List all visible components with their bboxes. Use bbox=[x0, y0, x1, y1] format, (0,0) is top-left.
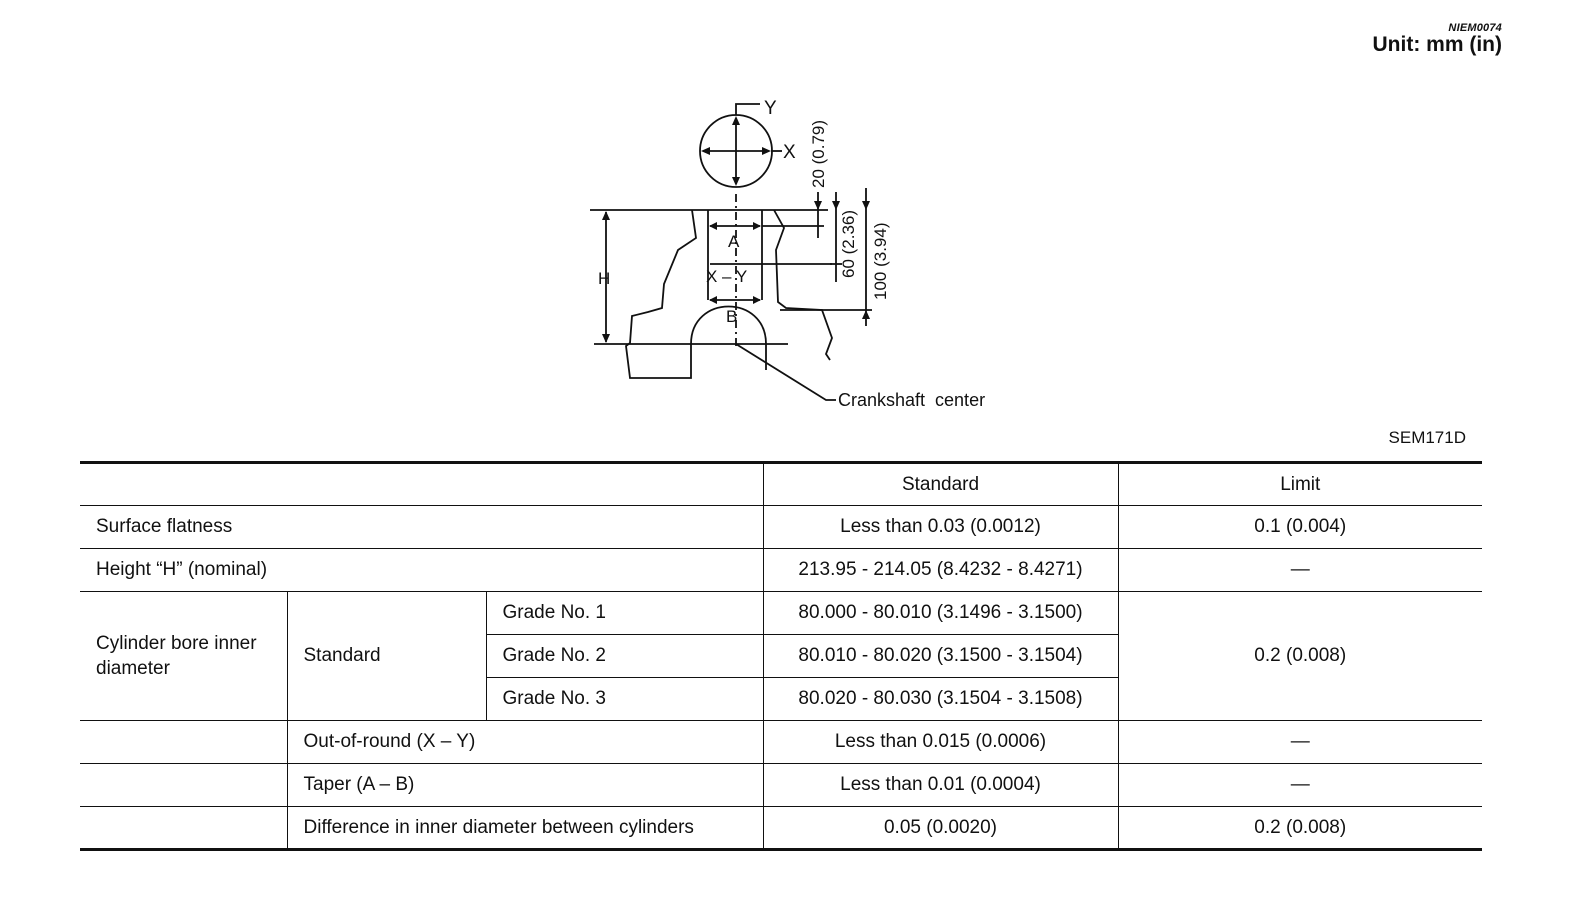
blank-cell bbox=[80, 763, 288, 807]
table-row: Taper (A – B) Less than 0.01 (0.0004) — bbox=[80, 763, 1482, 807]
b-arrow-left-icon bbox=[709, 296, 717, 304]
crankshaft-journal-arc bbox=[690, 305, 767, 370]
cylinder-block-outline bbox=[590, 194, 833, 379]
left-block-profile bbox=[625, 209, 697, 379]
grade-3-value: 80.020 - 80.030 (3.1504 - 3.1508) bbox=[762, 677, 1119, 721]
out-of-round-limit: — bbox=[1117, 720, 1482, 764]
difference-limit: 0.2 (0.008) bbox=[1117, 806, 1482, 851]
figure-code: SEM171D bbox=[1388, 428, 1466, 447]
difference-label: Difference in inner diameter between cyl… bbox=[286, 806, 764, 851]
table-row: Height “H” (nominal) 213.95 - 214.05 (8.… bbox=[80, 548, 1482, 592]
table-row: Difference in inner diameter between cyl… bbox=[80, 806, 1482, 851]
table-row: Grade No. 3 80.020 - 80.030 (3.1504 - 3.… bbox=[80, 677, 1482, 721]
height-limit: — bbox=[1117, 548, 1482, 592]
x-axis-label: X bbox=[783, 142, 796, 163]
bore-standard-label: Standard bbox=[286, 591, 487, 721]
crankshaft-leader-line bbox=[735, 343, 836, 401]
b-arrow-right-icon bbox=[753, 296, 761, 304]
table-row: Out-of-round (X – Y) Less than 0.015 (0.… bbox=[80, 720, 1482, 764]
arrow-right-icon bbox=[762, 147, 771, 155]
y-axis-label: Y bbox=[764, 98, 777, 119]
grade-2-label: Grade No. 2 bbox=[485, 634, 764, 678]
table-row: Surface flatness Less than 0.03 (0.0012)… bbox=[80, 505, 1482, 549]
height-dimension: H bbox=[598, 211, 610, 343]
grade-1-value: 80.000 - 80.010 (3.1496 - 3.1500) bbox=[762, 591, 1119, 635]
dim-60-arrow-icon bbox=[832, 201, 840, 210]
dim-100-arrow-bottom-icon bbox=[862, 310, 870, 319]
header-blank-cell bbox=[80, 461, 764, 506]
arrow-down-icon bbox=[732, 177, 740, 186]
measurement-arrows: A X – Y B bbox=[706, 222, 832, 326]
table-row: Cylinder bore inner diameter Standard Gr… bbox=[80, 591, 1482, 721]
taper-limit: — bbox=[1117, 763, 1482, 807]
arrow-left-icon bbox=[701, 147, 710, 155]
table-header-row: Standard Limit bbox=[80, 461, 1482, 506]
bore-limit: 0.2 (0.008) bbox=[1117, 591, 1482, 721]
header-standard: Standard bbox=[762, 461, 1119, 506]
blank-cell bbox=[80, 806, 288, 851]
diagram-svg: Y X H A X – Y bbox=[590, 98, 985, 410]
cylinder-bore-diagram: Y X H A X – Y bbox=[560, 88, 1040, 428]
height-label: H bbox=[598, 269, 610, 288]
dim-100-arrow-top-icon bbox=[862, 201, 870, 210]
right-block-profile bbox=[773, 209, 833, 361]
height-arrow-top-icon bbox=[602, 211, 610, 220]
a-arrow-right-icon bbox=[753, 222, 761, 230]
reference-code: NIEM0074 bbox=[1448, 22, 1502, 34]
dim-20-label: 20 (0.79) bbox=[809, 120, 828, 188]
height-arrow-bottom-icon bbox=[602, 334, 610, 343]
difference-standard: 0.05 (0.0020) bbox=[762, 806, 1119, 851]
table-row: Grade No. 2 80.010 - 80.020 (3.1500 - 3.… bbox=[80, 634, 1482, 678]
a-label: A bbox=[728, 232, 740, 251]
surface-flatness-limit: 0.1 (0.004) bbox=[1117, 505, 1482, 549]
bore-diameter-label: Cylinder bore inner diameter bbox=[80, 591, 288, 721]
grade-1-label: Grade No. 1 bbox=[485, 591, 764, 635]
a-arrow-left-icon bbox=[709, 222, 717, 230]
dim-60-label: 60 (2.36) bbox=[839, 210, 858, 278]
crankshaft-callout: Crankshaft center bbox=[735, 343, 985, 410]
grade-2-value: 80.010 - 80.020 (3.1500 - 3.1504) bbox=[762, 634, 1119, 678]
height-label-cell: Height “H” (nominal) bbox=[80, 548, 764, 592]
out-of-round-standard: Less than 0.015 (0.0006) bbox=[762, 720, 1119, 764]
y-leader-line bbox=[735, 103, 760, 115]
height-standard: 213.95 - 214.05 (8.4232 - 8.4271) bbox=[762, 548, 1119, 592]
dim-20-arrow-icon bbox=[814, 201, 822, 210]
taper-label: Taper (A – B) bbox=[286, 763, 764, 807]
crankshaft-center-label: Crankshaft center bbox=[838, 390, 985, 410]
arrow-up-icon bbox=[732, 116, 740, 125]
header-limit: Limit bbox=[1117, 461, 1482, 506]
b-label: B bbox=[726, 307, 737, 326]
cylinder-block-spec-table: Standard Limit Surface flatness Less tha… bbox=[80, 461, 1482, 851]
unit-label: Unit: mm (in) bbox=[1372, 33, 1502, 56]
out-of-round-label: Out-of-round (X – Y) bbox=[286, 720, 764, 764]
grade-3-label: Grade No. 3 bbox=[485, 677, 764, 721]
taper-standard: Less than 0.01 (0.0004) bbox=[762, 763, 1119, 807]
dim-100-label: 100 (3.94) bbox=[871, 223, 890, 301]
xy-label: X – Y bbox=[706, 267, 747, 286]
bore-circle-group: Y X bbox=[699, 98, 796, 188]
blank-cell bbox=[80, 720, 288, 764]
surface-flatness-label: Surface flatness bbox=[80, 505, 764, 549]
surface-flatness-standard: Less than 0.03 (0.0012) bbox=[762, 505, 1119, 549]
depth-dimensions: 20 (0.79) 60 (2.36) 100 (3.94) bbox=[762, 120, 890, 326]
